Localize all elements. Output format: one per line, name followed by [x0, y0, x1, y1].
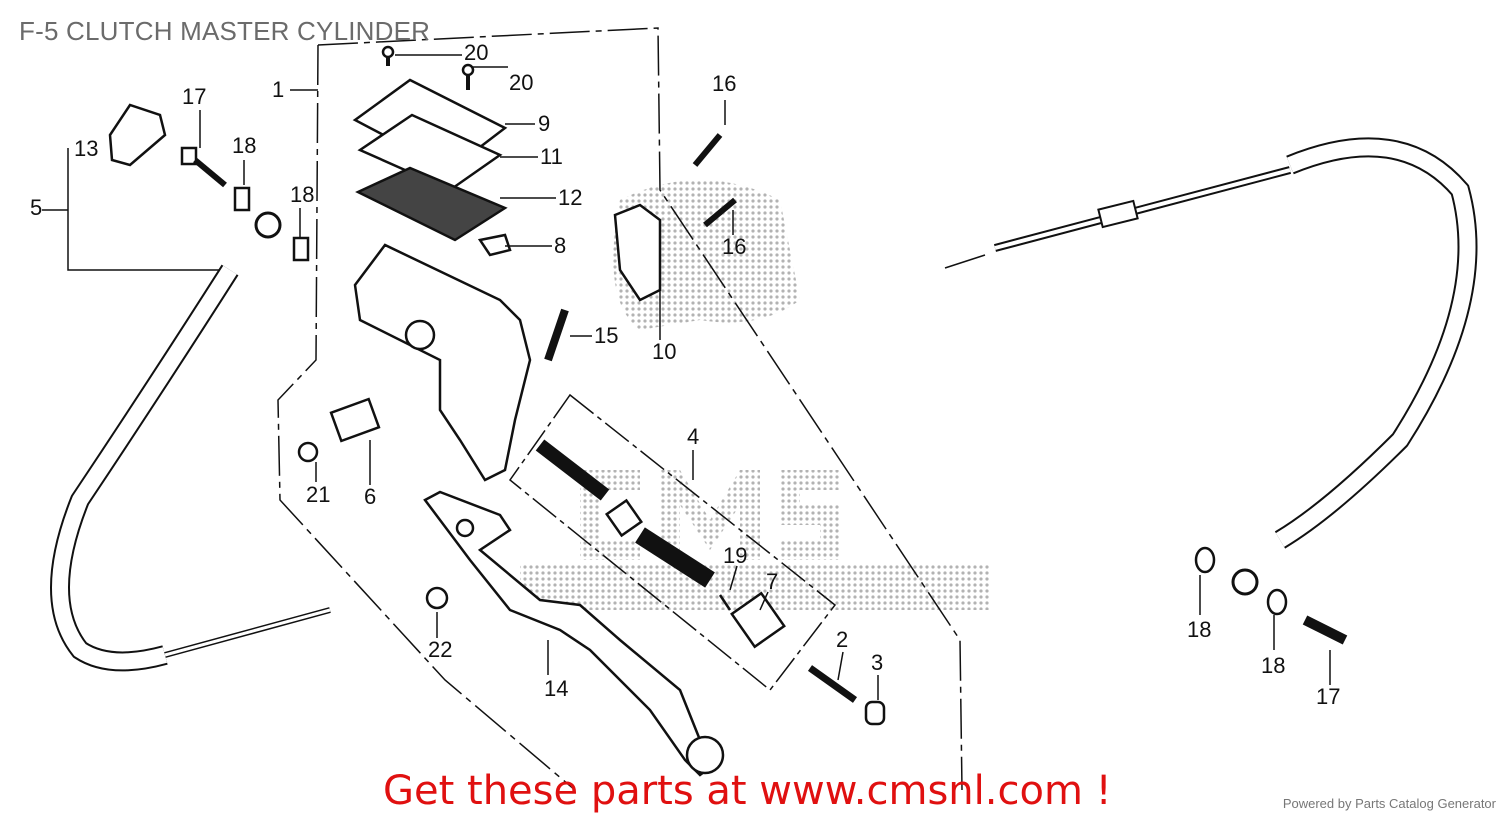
- clutch-lever: [423, 490, 725, 777]
- callout-16: 16: [722, 234, 747, 259]
- callout-18: 18: [1187, 617, 1212, 642]
- assembly-boundary: [42, 27, 963, 791]
- callout-18: 18: [1261, 653, 1286, 678]
- callout-13: 13: [74, 136, 99, 161]
- page-title: F-5 CLUTCH MASTER CYLINDER: [19, 16, 431, 46]
- callout-20: 20: [509, 70, 534, 95]
- callout-15: 15: [594, 323, 619, 348]
- right-clutch-hose: [944, 137, 1478, 596]
- powered-by-text: Powered by Parts Catalog Generator: [1282, 796, 1496, 811]
- callout-10: 10: [652, 339, 677, 364]
- callout-11: 11: [540, 144, 563, 169]
- callout-6: 6: [364, 484, 377, 509]
- callout-19: 19: [723, 543, 748, 568]
- left-clutch-hose: [50, 211, 331, 672]
- callout-1: 1: [272, 77, 285, 102]
- callout-20: 20: [464, 40, 489, 65]
- callout-5: 5: [30, 195, 43, 220]
- reservoir-cap-assembly: [352, 78, 532, 482]
- callout-8: 8: [554, 233, 567, 258]
- callout-17: 17: [1316, 684, 1341, 709]
- buy-parts-link[interactable]: Get these parts at www.cmsnl.com !: [383, 768, 1112, 814]
- callout-21: 21: [306, 482, 331, 507]
- callout-12: 12: [558, 185, 583, 210]
- leader-lines: [199, 54, 1331, 700]
- callout-9: 9: [538, 111, 551, 136]
- callout-7: 7: [766, 569, 779, 594]
- callout-14: 14: [544, 676, 569, 701]
- callout-16: 16: [712, 71, 737, 96]
- callout-17: 17: [182, 84, 207, 109]
- callout-22: 22: [428, 637, 453, 662]
- callout-18: 18: [290, 182, 315, 207]
- callout-4: 4: [687, 424, 700, 449]
- small-parts: [108, 45, 1348, 726]
- callout-2: 2: [836, 627, 849, 652]
- callout-18: 18: [232, 133, 257, 158]
- callout-3: 3: [871, 650, 884, 675]
